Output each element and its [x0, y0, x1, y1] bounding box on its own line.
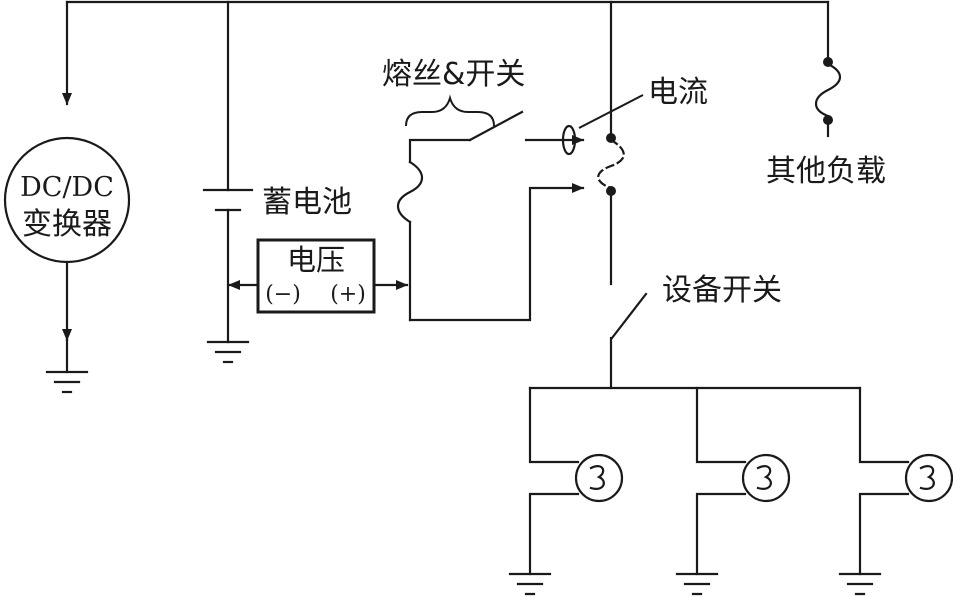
fuse-switch-label: 熔丝&开关 [382, 57, 525, 92]
battery-icon [202, 188, 254, 212]
device-switch-label: 设备开关 [662, 273, 782, 308]
battery-ground-icon [206, 340, 250, 364]
converter-label-line1: DC/DC [20, 172, 114, 203]
battery-label: 蓄电池 [262, 185, 352, 220]
voltage-meter-box [256, 238, 376, 314]
fuse-loop-wire-top [408, 138, 472, 164]
lamp-ground-icon-3 [838, 572, 882, 596]
lamp-ground-icon-2 [675, 572, 719, 596]
lamp-icon-1 [574, 453, 624, 503]
lamp-icon-3 [904, 453, 953, 503]
main-fuse-icon [597, 138, 625, 190]
voltage-title: 电压 [287, 243, 345, 277]
other-load-fuse-icon [814, 62, 842, 118]
lamp-icon-2 [741, 453, 791, 503]
loop-switch-blade [468, 110, 524, 142]
lamp-branch-1 [508, 386, 624, 596]
voltage-minus-terminal: (−) [265, 282, 301, 307]
main-fuse-bottom-dot [606, 186, 616, 196]
voltage-plus-terminal: (+) [330, 282, 366, 307]
loop-bottom-wire [408, 183, 585, 322]
current-sensor-ring [561, 124, 577, 156]
converter-ground-icon [45, 370, 89, 394]
lamp-branch-2 [675, 386, 791, 596]
lamp-branch-3 [838, 386, 953, 596]
device-switch-blade [610, 292, 648, 340]
fuse-switch-brace [405, 94, 495, 127]
converter-label-line2: 变换器 [22, 207, 112, 242]
current-label: 电流 [648, 75, 708, 110]
lamp-ground-icon-1 [508, 572, 552, 596]
loop-fuse-icon [396, 160, 424, 224]
other-load-label: 其他负载 [766, 154, 886, 189]
other-load-fuse-bottom-dot [823, 115, 833, 125]
